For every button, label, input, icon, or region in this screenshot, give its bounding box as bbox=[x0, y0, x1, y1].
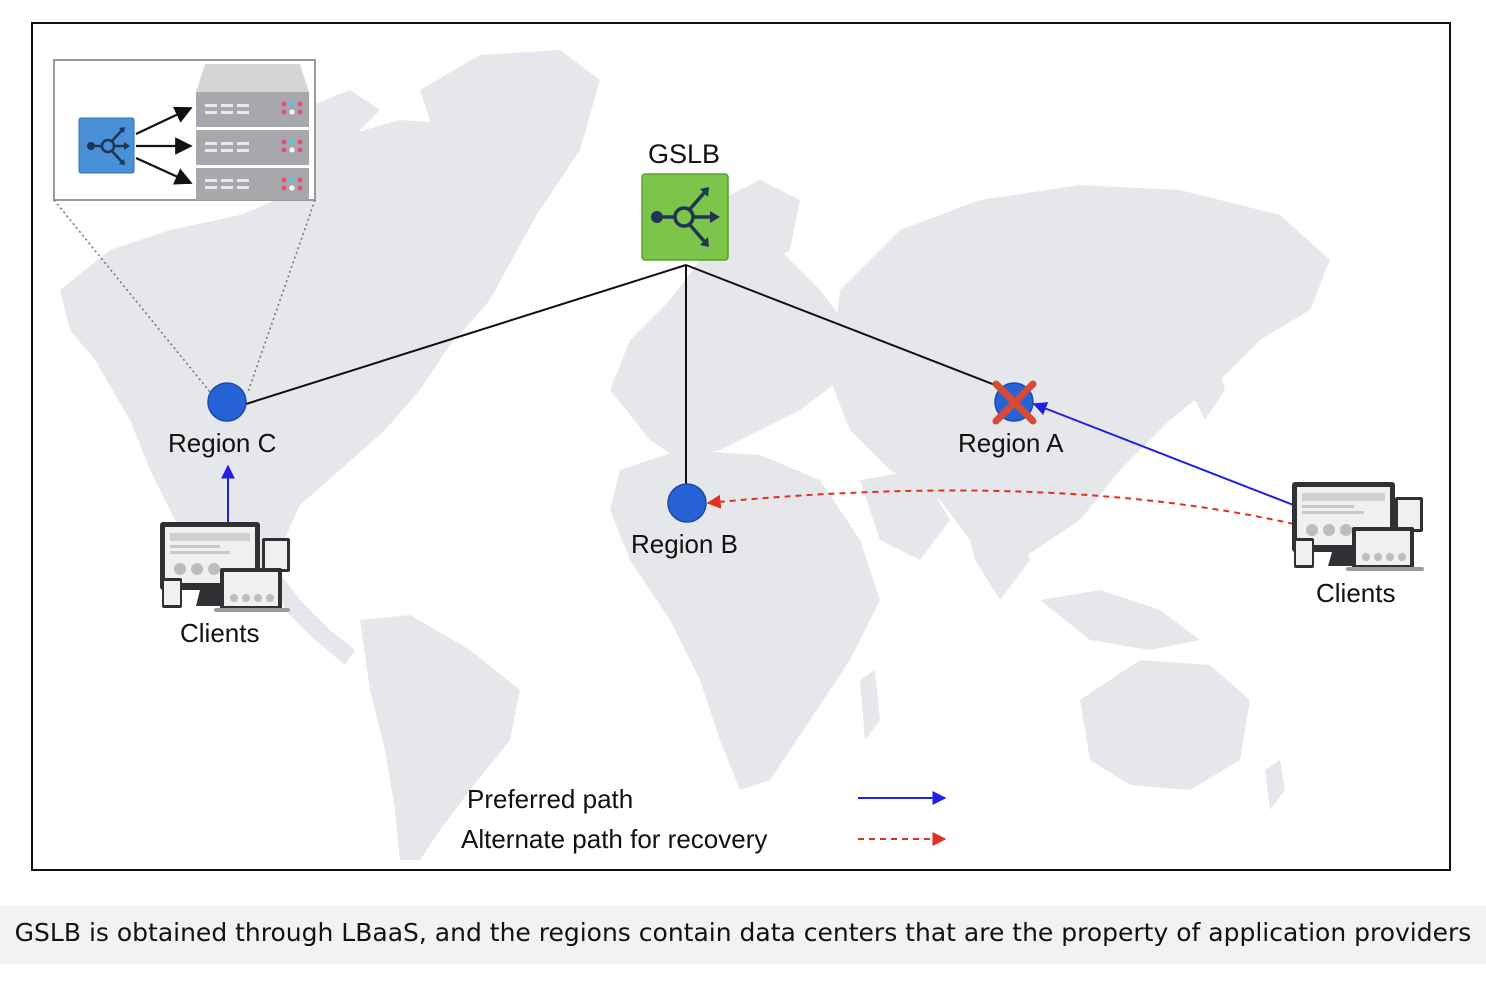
zoom-line-right bbox=[247, 199, 316, 393]
region-b-label: Region B bbox=[631, 529, 738, 559]
alternate-path-east bbox=[706, 489, 1295, 525]
zoom-line-left bbox=[53, 199, 211, 393]
failure-x-icon bbox=[992, 380, 1037, 425]
caption-bar bbox=[0, 906, 1486, 964]
clients-west-devices-icon bbox=[160, 522, 290, 612]
gslb-icon bbox=[641, 173, 729, 261]
region-c-label: Region C bbox=[168, 428, 277, 458]
link-gslb-region-c bbox=[245, 264, 687, 405]
clients-west-label: Clients bbox=[180, 618, 260, 648]
legend-alternate-label: Alternate path for recovery bbox=[461, 824, 768, 854]
figure-caption: GSLB is obtained through LBaaS, and the … bbox=[14, 918, 1472, 947]
region-b-node bbox=[667, 483, 707, 523]
datacenter-inset bbox=[53, 59, 316, 393]
link-gslb-region-a bbox=[685, 264, 996, 386]
inset-arrow-3 bbox=[135, 156, 193, 185]
inset-load-balancer-icon bbox=[78, 117, 135, 174]
server-stack-icon bbox=[196, 64, 309, 200]
clients-east-label: Clients bbox=[1316, 578, 1396, 608]
gslb-connections bbox=[245, 264, 996, 485]
region-c-node bbox=[207, 382, 247, 422]
inset-arrow-1 bbox=[135, 106, 193, 135]
clients-east-devices-icon bbox=[1292, 482, 1424, 571]
preferred-path-east bbox=[1032, 402, 1297, 507]
region-a-label: Region A bbox=[958, 428, 1064, 458]
world-map bbox=[60, 50, 1330, 860]
legend-preferred-label: Preferred path bbox=[467, 784, 634, 814]
gslb-label: GSLB bbox=[648, 139, 721, 169]
